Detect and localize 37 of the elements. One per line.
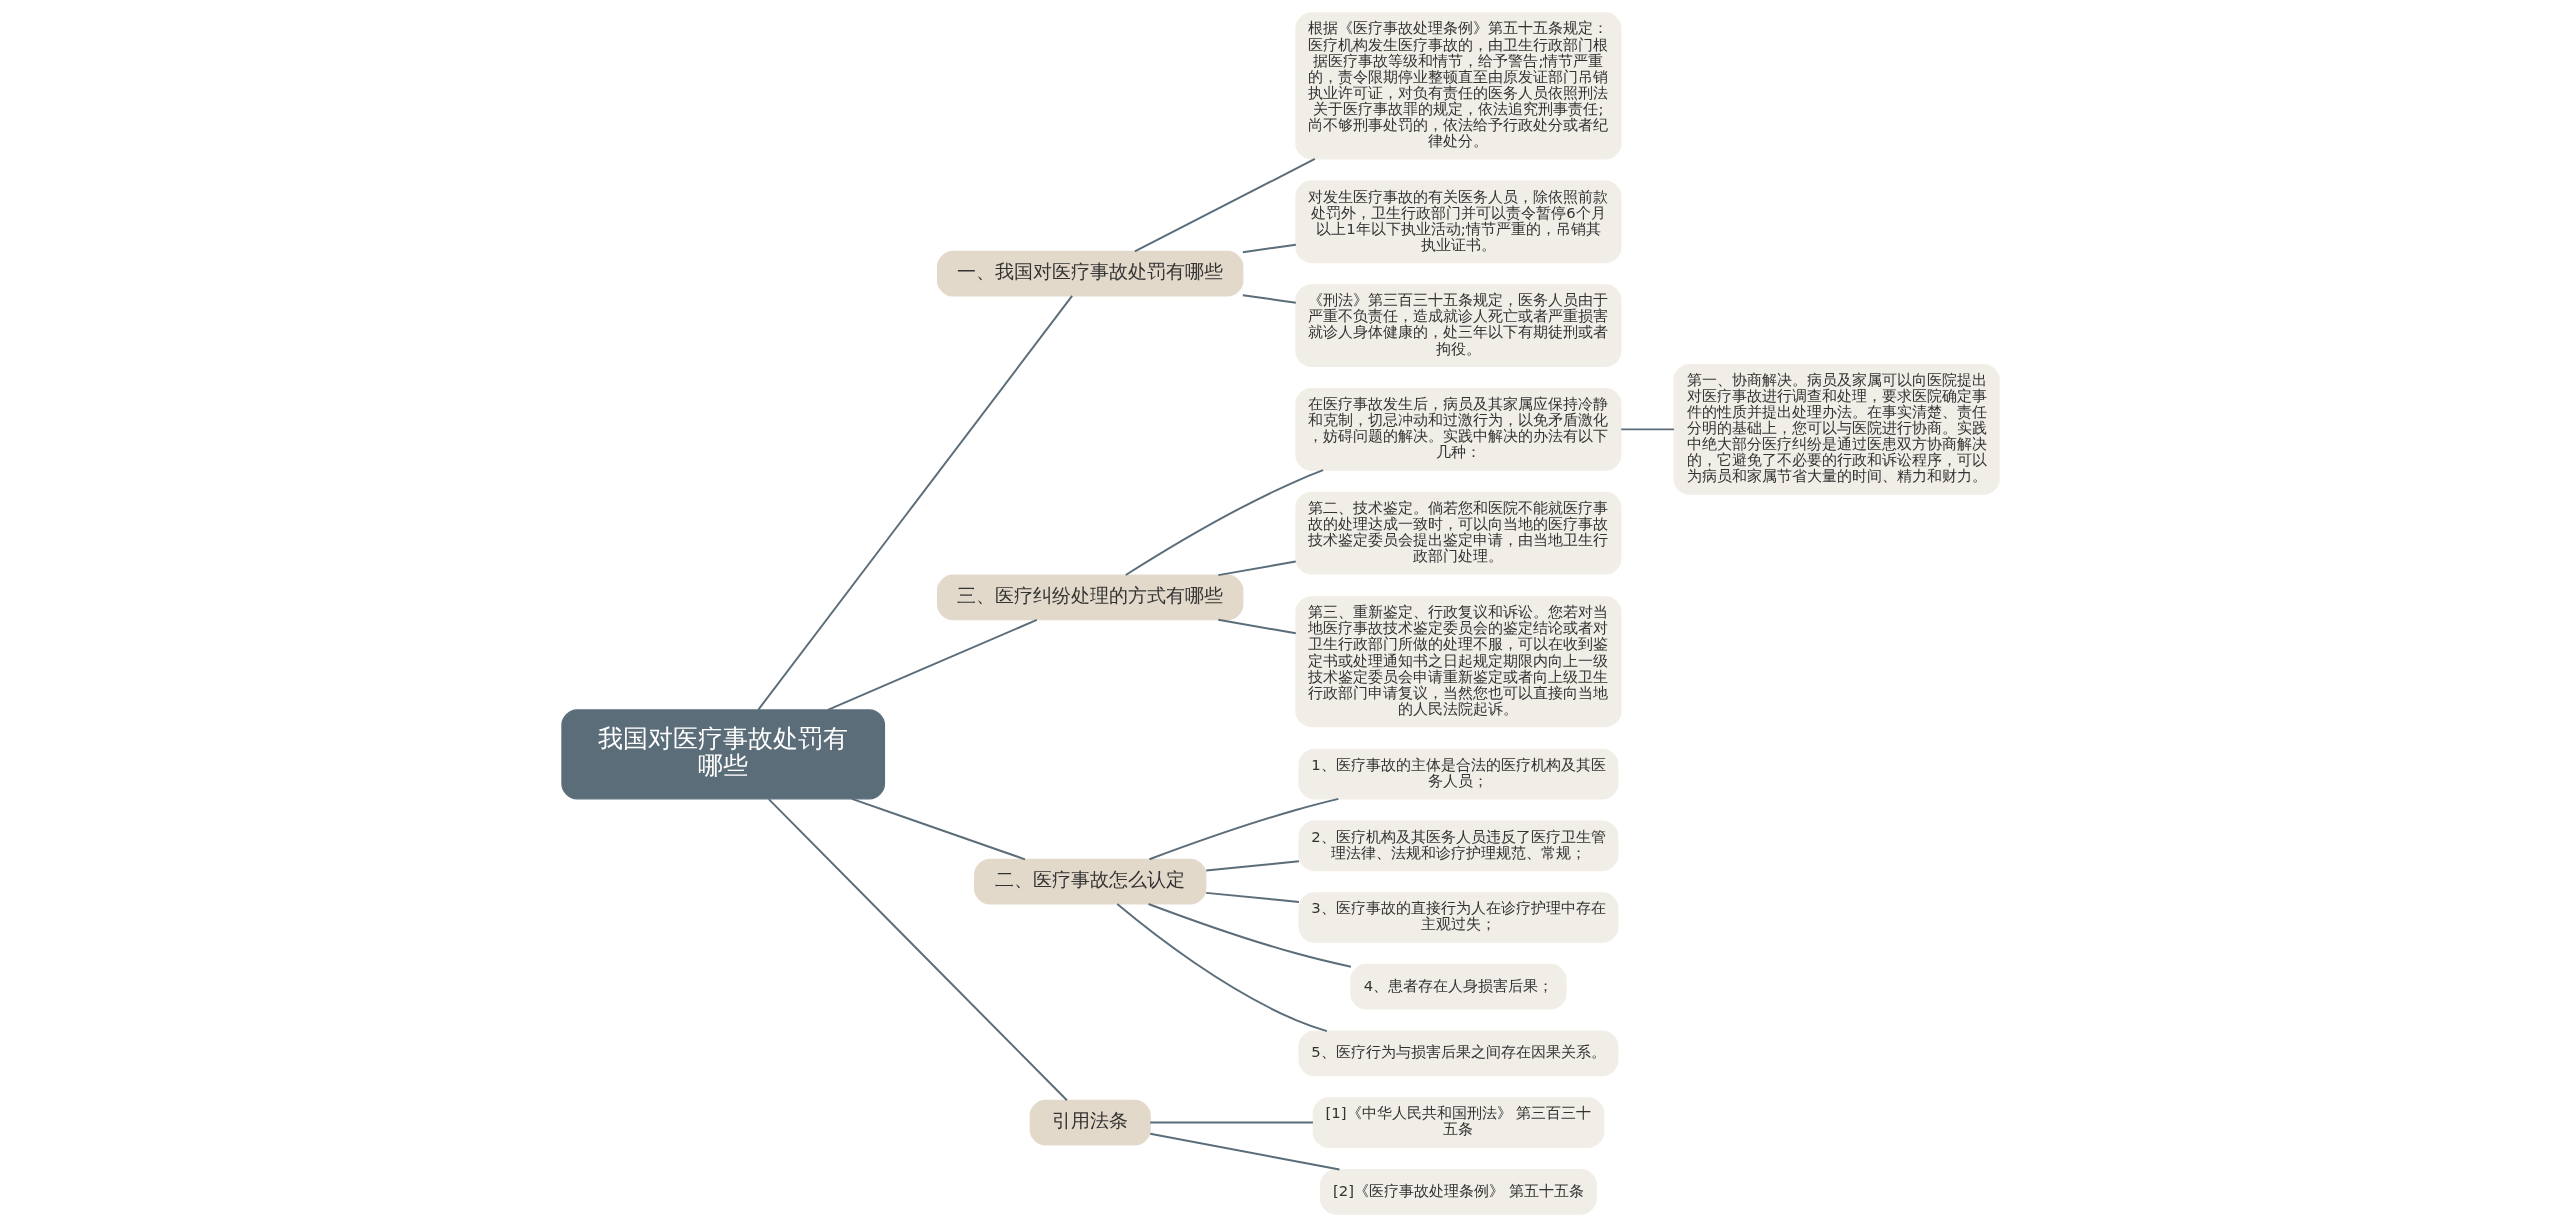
connector <box>767 798 1068 1102</box>
node-box: 一、我国对医疗事故处罚有哪些 <box>936 250 1243 297</box>
connector <box>1204 860 1300 872</box>
connector <box>1133 157 1316 253</box>
connector <box>1148 1132 1340 1171</box>
node-box: 《刑法》第三百三十五条规定，医务人员由于严重不负责任，造成就诊人死亡或者严重损害就诊人身体健康的，处三年以下有期徒刑或者拘役。 <box>1294 284 1622 367</box>
node-box: 引用法条 <box>1029 1099 1151 1146</box>
node-box: 对发生医疗事故的有关医务人员，除依照前款处罚外，卫生行政部门并可以责令暂停6个月以上1年以下执业活动;情节严重的，吊销其执业证书。 <box>1294 180 1622 264</box>
node-box: 第一、协商解决。病员及家属可以向医院提出对医疗事故进行调查和处理，要求医院确定事件的性质并提出处理办法。在事实清楚、责任分明的基础上，您可以与医院进行协商。实践中绝大部分医疗纠纷是通过医患双方协商解决的，它避免了不必要的行政和诉讼程序，可以为病员和家属节省大量的时间、精力和财力。 <box>1672 363 2000 495</box>
node-box: 第二、技术鉴定。倘若您和医院不能就医疗事故的处理达成一致时，可以向当地的医疗事故技术鉴定委员会提出鉴定申请，由当地卫生行政部门处理。 <box>1294 491 1622 575</box>
node-box: 4、患者存在人身损害后果； <box>1349 963 1567 1010</box>
connector <box>826 618 1038 711</box>
connector <box>1124 469 1324 576</box>
node-box: 我国对医疗事故处罚有哪些 <box>560 709 885 800</box>
connector <box>1115 903 1328 1033</box>
node-box: 在医疗事故发生后，病员及其家属应保持冷静和克制，切忌冲动和过激行为，以免矛盾激化，妨碍问题的解决。实践中解决的办法有以下几种： <box>1294 388 1622 471</box>
node-box: 三、医疗纠纷处理的方式有哪些 <box>936 574 1243 621</box>
connector <box>1147 902 1352 968</box>
connector <box>1619 428 1675 431</box>
node-box: 5、医疗行为与损害后果之间存在因果关系。 <box>1297 1030 1618 1077</box>
node-box: 3、医疗事故的直接行为人在诊疗护理中存在主观过失； <box>1297 892 1618 943</box>
connector <box>850 797 1026 861</box>
connector <box>1216 618 1297 635</box>
node-box: 二、医疗事故怎么认定 <box>973 858 1206 905</box>
node-box: 根据《医疗事故处理条例》第五十五条规定：医疗机构发生医疗事故的，由卫生行政部门根据医疗事故等级和情节，给予警告;情节严重的，责令限期停业整顿直至由原发证部门吊销执业许可证，对负有责任的医务人员依照刑法关于医疗事故罪的规定，依法追究刑事责任;尚不够刑事处罚的，依法给予行政处分或者纪律处分。 <box>1294 12 1622 160</box>
connector <box>1241 243 1297 254</box>
connector <box>1148 797 1339 861</box>
connector <box>1241 294 1297 304</box>
connector <box>756 294 1073 711</box>
node-box: 2、医疗机构及其医务人员违反了医疗卫生管理法律、法规和诊疗护理规范、常规； <box>1297 820 1618 872</box>
node-box: 第三、重新鉴定、行政复议和诉讼。您若对当地医疗事故技术鉴定委员会的鉴定结论或者对卫生行政部门所做的处理不服，可以在收到鉴定书或处理通知书之日起规定期限内向上一级技术鉴定委员会申请重新鉴定或者向上级卫生行政部门申请复议，当然您也可以直接向当地的人民法院起诉。 <box>1294 596 1622 728</box>
node-box: [2]《医疗事故处理条例》 第五十五条 <box>1319 1168 1597 1215</box>
node-box: [1]《中华人民共和国刑法》 第三百三十五条 <box>1312 1097 1604 1148</box>
connector <box>1148 1121 1314 1124</box>
node-box: 1、医疗事故的主体是合法的医疗机构及其医务人员； <box>1297 748 1618 800</box>
connector <box>1216 560 1297 577</box>
connector <box>1204 891 1300 903</box>
